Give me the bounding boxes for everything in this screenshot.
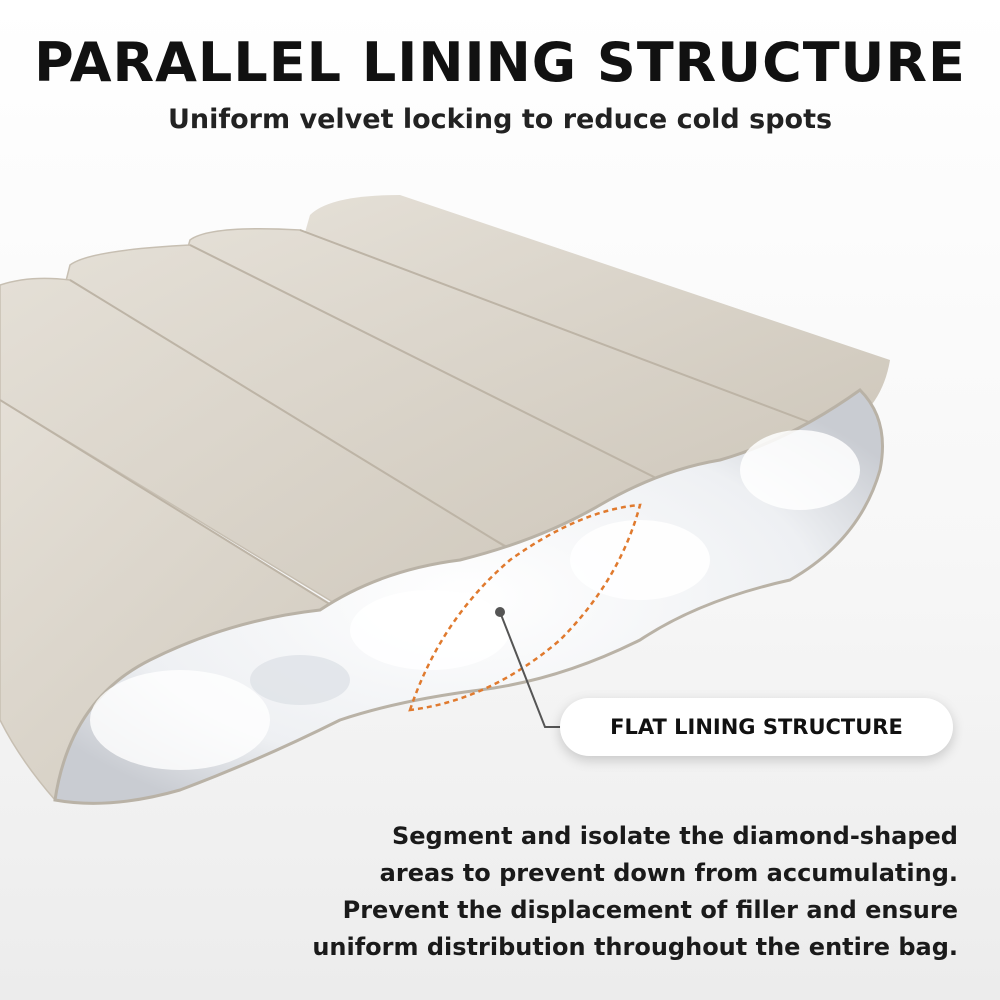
page-subtitle: Uniform velvet locking to reduce cold sp…: [167, 104, 833, 135]
description-line: areas to prevent down from accumulating.: [379, 859, 958, 887]
description-line: uniform distribution throughout the enti…: [312, 933, 958, 961]
description-line: Prevent the displacement of filler and e…: [342, 896, 958, 924]
fabric-tube-4: [300, 195, 890, 440]
flat-lining-callout: FLAT LINING STRUCTURE: [560, 698, 953, 756]
page-title: PARALLEL LINING STRUCTURE: [34, 31, 966, 94]
description-line: Segment and isolate the diamond-shaped: [391, 822, 958, 850]
diamond-highlight: [408, 503, 642, 712]
callout-leader-line: [495, 607, 562, 728]
quilted-panel-illustration: [0, 195, 890, 805]
description-text: Segment and isolate the diamond-shaped a…: [238, 818, 958, 966]
down-filling: [53, 388, 884, 805]
callout-label: FLAT LINING STRUCTURE: [610, 715, 903, 739]
